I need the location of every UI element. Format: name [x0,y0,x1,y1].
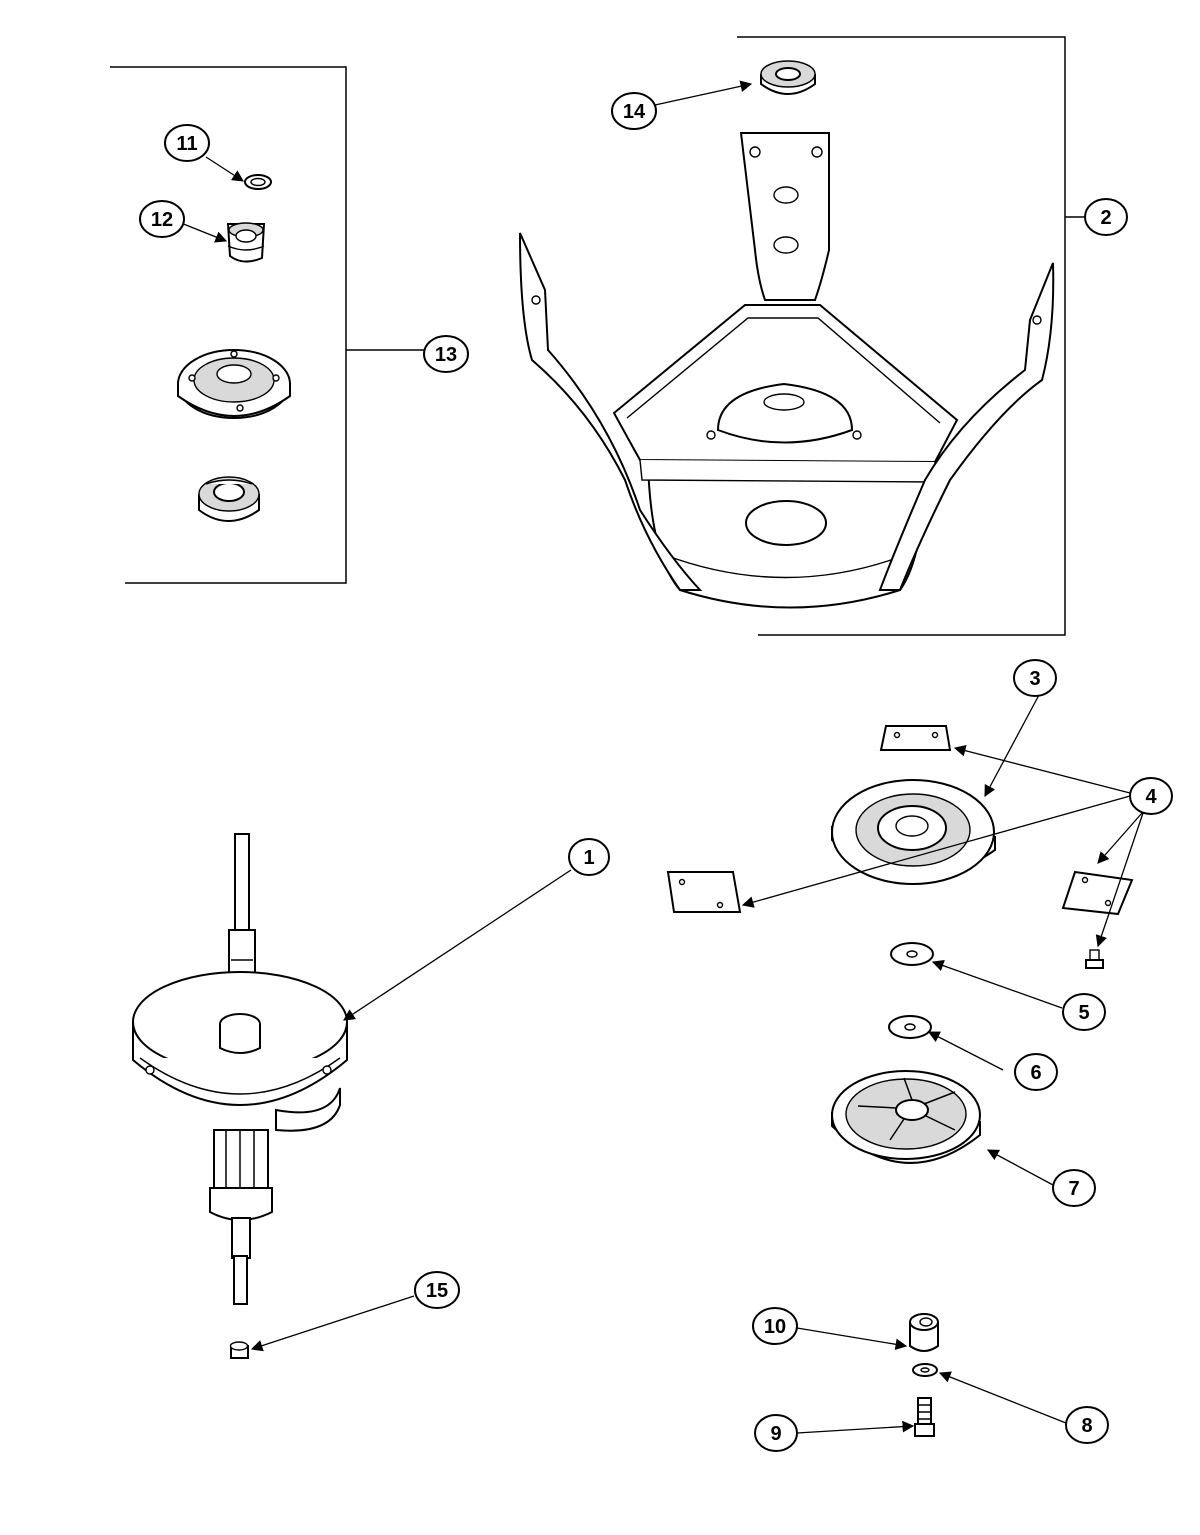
callout-1: 1 [568,838,610,876]
callout-8: 8 [1065,1406,1109,1444]
svg-text:5: 5 [1078,1002,1089,1024]
callout-4: 4 [1129,777,1173,815]
svg-text:1: 1 [583,847,594,869]
pad-part-4-top [879,725,952,751]
pulley-part-3 [831,779,996,885]
svg-text:14: 14 [623,101,646,123]
support-frame-part-2 [519,132,1055,609]
callout-10: 10 [752,1307,798,1345]
callout-15: 15 [414,1271,460,1309]
bracket-group-2 [737,36,1085,636]
callout-13: 13 [423,335,469,373]
svg-text:3: 3 [1029,668,1040,690]
bolt-part-9 [914,1397,935,1437]
nut-part-15 [229,1341,249,1359]
screw-part-4 [1085,949,1104,969]
svg-text:13: 13 [435,344,457,366]
bracket-group-13 [110,66,425,584]
svg-text:15: 15 [426,1280,448,1302]
bearing-cap-part-12 [226,222,266,263]
bearing-part-14 [760,60,816,95]
washer-part-5 [890,942,934,966]
transmission-part-1 [132,833,348,1305]
washer-part-8 [912,1363,938,1377]
clamp-part-10 [909,1313,939,1352]
callout-5: 5 [1062,993,1106,1031]
svg-text:12: 12 [151,209,173,231]
callout-12: 12 [139,200,185,238]
callout-9: 9 [754,1414,798,1452]
bearing-hub-plate [177,349,291,419]
pad-part-4-right [1061,870,1134,916]
svg-text:6: 6 [1030,1062,1041,1084]
callout-11: 11 [164,124,210,162]
ring-part-11 [244,174,272,190]
svg-text:2: 2 [1100,207,1111,229]
callout-3: 3 [1013,659,1057,697]
svg-text:9: 9 [770,1423,781,1445]
seal-bushing [198,476,260,522]
callout-14: 14 [611,92,657,130]
svg-text:11: 11 [176,133,197,155]
svg-text:8: 8 [1081,1415,1092,1437]
pad-part-4-left [666,871,742,913]
svg-text:7: 7 [1068,1178,1079,1200]
washer-part-6 [888,1015,932,1039]
drive-pulley-part-7 [831,1070,981,1164]
leader-lines [180,80,1144,1434]
svg-text:4: 4 [1145,786,1157,808]
svg-text:10: 10 [764,1316,786,1338]
callout-2: 2 [1084,198,1128,236]
callout-6: 6 [1014,1053,1058,1091]
callout-7: 7 [1052,1169,1096,1207]
